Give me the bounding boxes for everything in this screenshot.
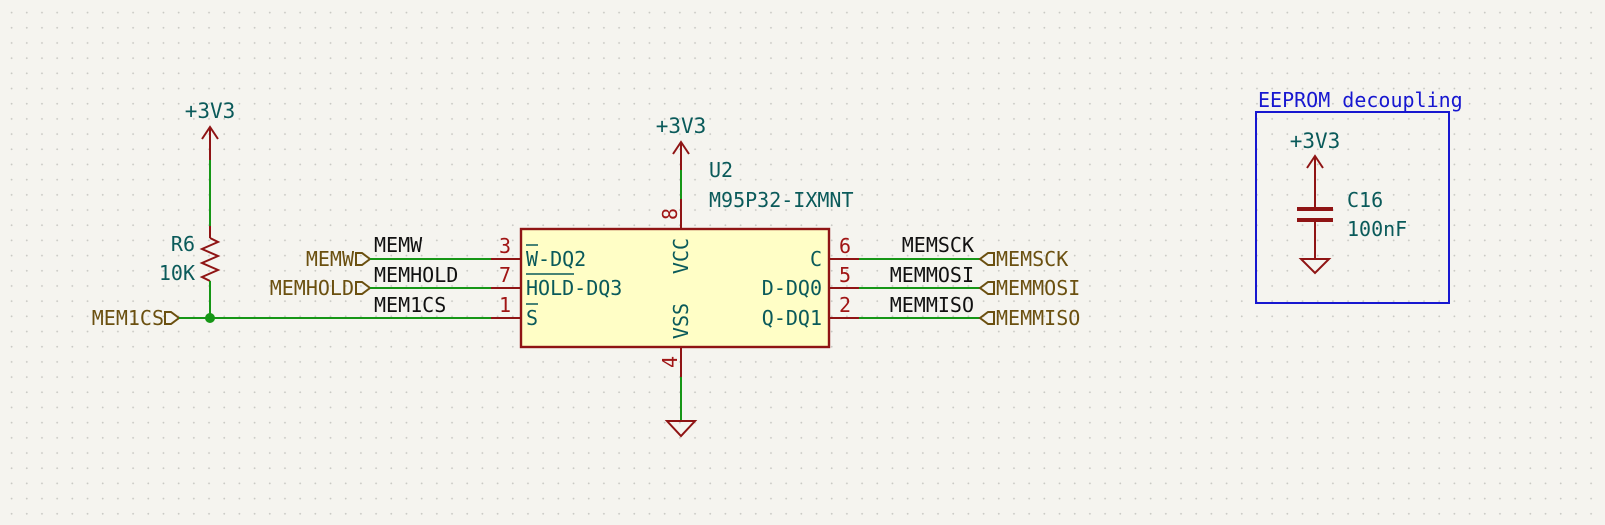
pin-7-number: 7 xyxy=(499,263,511,287)
c16-ground-symbol[interactable] xyxy=(1298,258,1332,275)
ground-icon xyxy=(1298,258,1332,275)
r6-value: 10K xyxy=(159,261,195,285)
r6-power-arrow-icon xyxy=(201,125,219,140)
r6-power-label: +3V3 xyxy=(185,99,236,123)
net-label-memmiso: MEMMISO xyxy=(890,293,974,317)
pin-5-name: D-DQ0 xyxy=(762,276,822,300)
ground-icon xyxy=(664,420,698,438)
resistor-zigzag-icon xyxy=(199,237,221,282)
pin-8-name: VCC xyxy=(669,238,693,274)
decoupling-note-box[interactable]: EEPROM decoupling xyxy=(1255,88,1463,304)
input-flag-icon xyxy=(978,252,995,266)
pin-2-number: 2 xyxy=(839,293,851,317)
pin-5-number: 5 xyxy=(839,263,851,287)
pin-7-name: HOLD-DQ3 xyxy=(526,276,622,300)
pin-1-number: 1 xyxy=(499,293,511,317)
input-flag-icon xyxy=(978,281,995,295)
pin-6-name: C xyxy=(810,247,822,271)
global-label-memmosi[interactable]: MEMMOSI xyxy=(978,276,1080,300)
c16-power-label: +3V3 xyxy=(1290,129,1341,153)
c16-value: 100nF xyxy=(1347,217,1407,241)
global-label-memhold[interactable]: MEMHOLD xyxy=(270,276,372,300)
pin-2-name: Q-DQ1 xyxy=(762,306,822,330)
pin-4-name: VSS xyxy=(669,303,693,339)
pin-4-number: 4 xyxy=(658,356,682,368)
net-label-mem1cs: MEM1CS xyxy=(374,293,446,317)
net-label-memsck: MEMSCK xyxy=(902,233,974,257)
net-label-memhold: MEMHOLD xyxy=(374,263,458,287)
global-label-memmosi-text: MEMMOSI xyxy=(996,276,1080,300)
global-label-memw[interactable]: MEMW xyxy=(306,247,372,271)
decoupling-box-outline xyxy=(1255,111,1450,304)
input-flag-icon xyxy=(355,281,372,295)
global-label-memmiso-text: MEMMISO xyxy=(996,306,1080,330)
pin-8-number: 8 xyxy=(658,208,682,220)
pin-3-number: 3 xyxy=(499,234,511,258)
u2-reference: U2 xyxy=(709,158,733,182)
r6-reference: R6 xyxy=(171,232,195,256)
global-label-memhold-text: MEMHOLD xyxy=(270,276,354,300)
net-label-memmosi: MEMMOSI xyxy=(890,263,974,287)
decoupling-title: EEPROM decoupling xyxy=(1258,88,1463,112)
u2-power-arrow-icon xyxy=(672,140,690,155)
global-label-memsck-text: MEMSCK xyxy=(996,247,1068,271)
capacitor-c16[interactable]: C16 100nF xyxy=(1297,185,1407,259)
global-label-memmiso[interactable]: MEMMISO xyxy=(978,306,1080,330)
u2-value: M95P32-IXMNT xyxy=(709,188,854,212)
u2-power-symbol[interactable]: +3V3 xyxy=(656,114,707,170)
pin-3-name: W-DQ2 xyxy=(526,247,586,271)
global-label-memsck[interactable]: MEMSCK xyxy=(978,247,1068,271)
pin-1-name: S xyxy=(526,306,538,330)
input-flag-icon xyxy=(164,311,181,325)
global-label-mem1cs[interactable]: MEM1CS xyxy=(92,306,181,330)
r6-power-symbol[interactable]: +3V3 xyxy=(185,99,236,160)
ic-u2-body xyxy=(519,227,831,349)
ic-u2[interactable]: 3 7 1 W-DQ2 HOLD-DQ3 S 6 5 2 C D-DQ0 Q-D… xyxy=(491,158,859,377)
u2-power-label: +3V3 xyxy=(656,114,707,138)
c16-power-arrow-icon xyxy=(1306,154,1324,169)
net-label-memw: MEMW xyxy=(374,233,423,257)
u2-ground-symbol[interactable] xyxy=(664,420,698,438)
input-flag-icon xyxy=(355,252,372,266)
c16-power-symbol[interactable]: +3V3 xyxy=(1290,129,1341,185)
global-label-mem1cs-text: MEM1CS xyxy=(92,306,164,330)
c16-reference: C16 xyxy=(1347,188,1383,212)
global-label-memw-text: MEMW xyxy=(306,247,355,271)
pin-6-number: 6 xyxy=(839,234,851,258)
input-flag-icon xyxy=(978,311,995,325)
